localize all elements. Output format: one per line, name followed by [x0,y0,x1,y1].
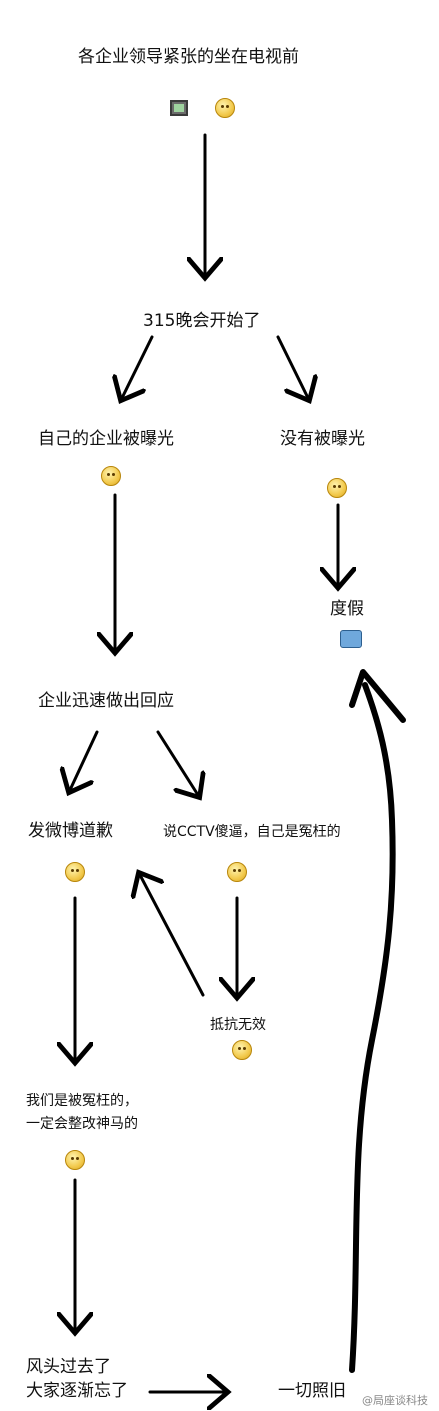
node-business-as-usual: 一切照旧 [278,1381,346,1401]
node-company-exposed: 自己的企业被曝光 [38,429,174,449]
arrow-n2-n4 [276,335,308,398]
watermark: @局座谈科技 [362,1394,428,1407]
node-claim-wronged: 说CCTV傻逼，自己是冤枉的 [163,824,341,840]
node-promise-line1: 我们是被冤枉的， [26,1093,138,1109]
crying-face-icon [101,466,121,486]
grinning-face-icon [327,478,347,498]
arrow-n6-n8 [156,730,198,795]
hand-drawn-return-arrow [349,669,406,1373]
node-resistance-futile: 抵抗无效 [210,1017,266,1033]
node-leaders-watching-tv: 各企业领导紧张的坐在电视前 [78,47,299,67]
nervous-face-icon [232,1040,252,1060]
arrow-n2-n3 [122,335,154,398]
node-storm-passed-line2: 大家逐渐忘了 [26,1381,128,1401]
nervous-face-icon [215,98,235,118]
vacation-icon [340,630,362,648]
node-weibo-apology: 发微博道歉 [28,821,113,841]
tv-icon [170,100,188,116]
node-storm-passed-line1: 风头过去了 [26,1357,111,1377]
node-not-exposed: 没有被曝光 [280,429,365,449]
nervous-face-icon [65,862,85,882]
node-promise-line2: 一定会整改神马的 [26,1116,138,1132]
arrow-n6-n7 [70,730,99,790]
node-quick-response: 企业迅速做出回应 [38,691,174,711]
node-vacation: 度假 [330,599,364,619]
arrow-n9-n7 [140,875,205,997]
shy-face-icon [65,1150,85,1170]
node-gala-started: 315晚会开始了 [143,311,261,331]
annoyed-face-icon [227,862,247,882]
